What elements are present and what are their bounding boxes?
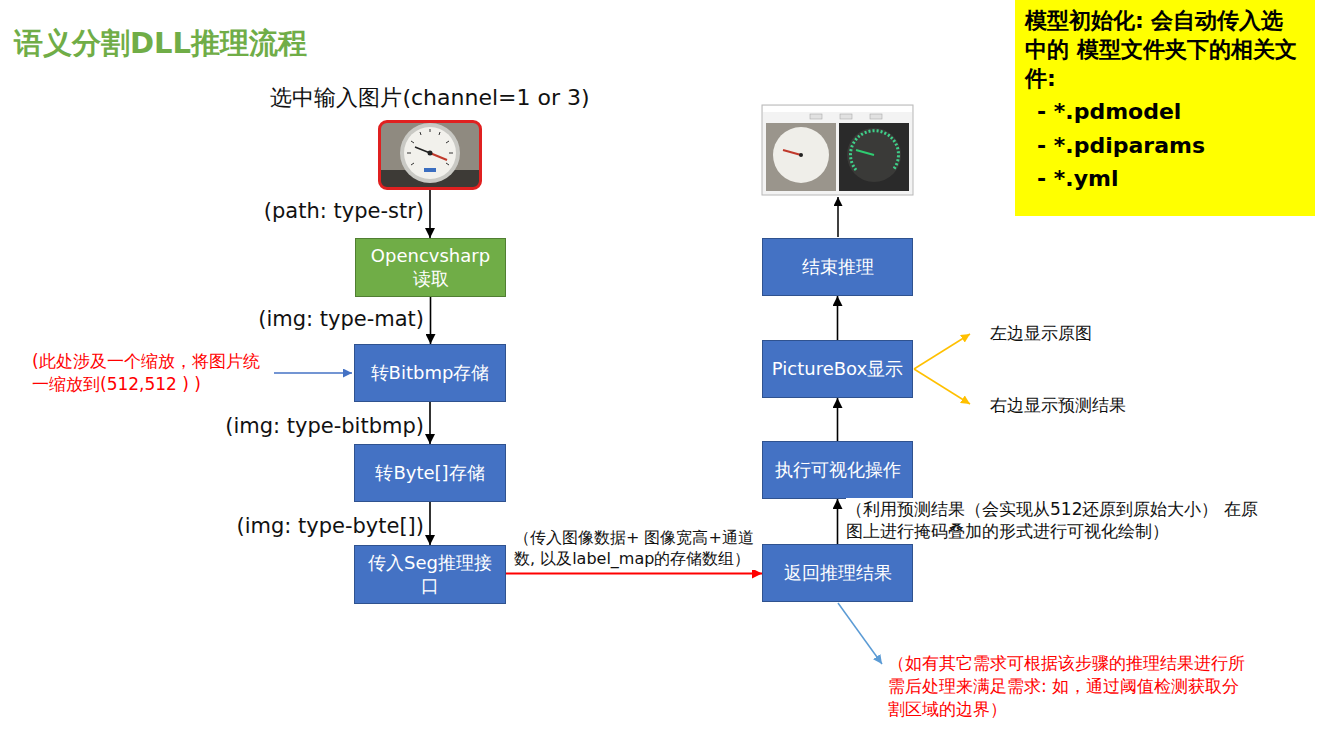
connector-arrow bbox=[430, 297, 432, 344]
edge-label: （传入图像数据+ 图像宽高+通道数, 以及label_map的存储数组） bbox=[514, 528, 758, 570]
process-box: 转Byte[]存储 bbox=[354, 444, 506, 502]
node-text: 返回推理结果 bbox=[784, 562, 892, 585]
leader-line bbox=[838, 603, 882, 664]
node-text: 结束推理 bbox=[802, 256, 874, 279]
node-text: - *.pdmodel bbox=[1025, 97, 1305, 127]
edge-label: (img: type-mat) bbox=[184, 306, 424, 333]
leader-line bbox=[274, 372, 352, 374]
connector-arrow bbox=[837, 296, 839, 340]
note-text: (此处涉及一个缩放，将图片统一缩放到(512,512 ) ) bbox=[32, 350, 272, 396]
result-screenshot bbox=[762, 105, 913, 195]
callout-text: 左边显示原图 bbox=[990, 322, 1190, 345]
connector-arrow bbox=[429, 502, 431, 545]
node-text: 转Bitbmp存储 bbox=[371, 362, 490, 385]
connector-arrow bbox=[837, 499, 839, 544]
edge-label: (path: type-str) bbox=[184, 198, 424, 225]
leader-line bbox=[837, 197, 839, 237]
leader-line bbox=[914, 369, 970, 404]
diagram-title: 语义分割DLL推理流程 bbox=[14, 24, 307, 64]
node-text: - *.yml bbox=[1025, 164, 1305, 194]
edge-label: (img: type-byte[]) bbox=[184, 513, 424, 540]
process-box: 转Bitbmp存储 bbox=[354, 344, 506, 402]
node-text: PictureBox显示 bbox=[772, 358, 903, 381]
node-text: Opencvsharp读取 bbox=[364, 245, 497, 290]
connector-arrow bbox=[837, 398, 839, 441]
edge-label: （利用预测结果（会实现从512还原到原始大小） 在原图上进行掩码叠加的形式进行可… bbox=[846, 498, 1271, 542]
connector-arrow bbox=[429, 190, 431, 238]
connector-arrow bbox=[506, 573, 762, 575]
note-text: （如有其它需求可根据该步骤的推理结果进行所需后处理来满足需求: 如，通过阈值检测… bbox=[888, 652, 1253, 721]
edge-label: (img: type-bitbmp) bbox=[184, 413, 424, 440]
node-text: 选中输入图片(channel=1 or 3) bbox=[270, 83, 589, 113]
process-box: 执行可视化操作 bbox=[762, 441, 913, 499]
process-box: 传入Seg推理接口 bbox=[354, 545, 506, 604]
node-text: 模型初始化: 会自动传入选中的 模型文件夹下的相关文件: bbox=[1025, 6, 1305, 93]
node-text: 传入Seg推理接口 bbox=[363, 552, 497, 597]
gauge-photo bbox=[381, 123, 479, 187]
process-box: PictureBox显示 bbox=[762, 340, 913, 398]
connector-arrow bbox=[429, 402, 431, 444]
process-box: 结束推理 bbox=[762, 238, 913, 296]
callout-text: 右边显示预测结果 bbox=[990, 394, 1210, 417]
node-text: 转Byte[]存储 bbox=[375, 462, 484, 485]
node-text: - *.pdiparams bbox=[1025, 131, 1305, 161]
process-box: 返回推理结果 bbox=[762, 544, 913, 602]
input-image-frame: 选中输入图片(channel=1 or 3) bbox=[378, 120, 482, 190]
leader-line bbox=[914, 334, 970, 369]
node-text: 执行可视化操作 bbox=[775, 459, 901, 482]
note-box: 模型初始化: 会自动传入选中的 模型文件夹下的相关文件: - *.pdmodel -… bbox=[1015, 0, 1315, 216]
process-box: Opencvsharp读取 bbox=[355, 238, 506, 297]
